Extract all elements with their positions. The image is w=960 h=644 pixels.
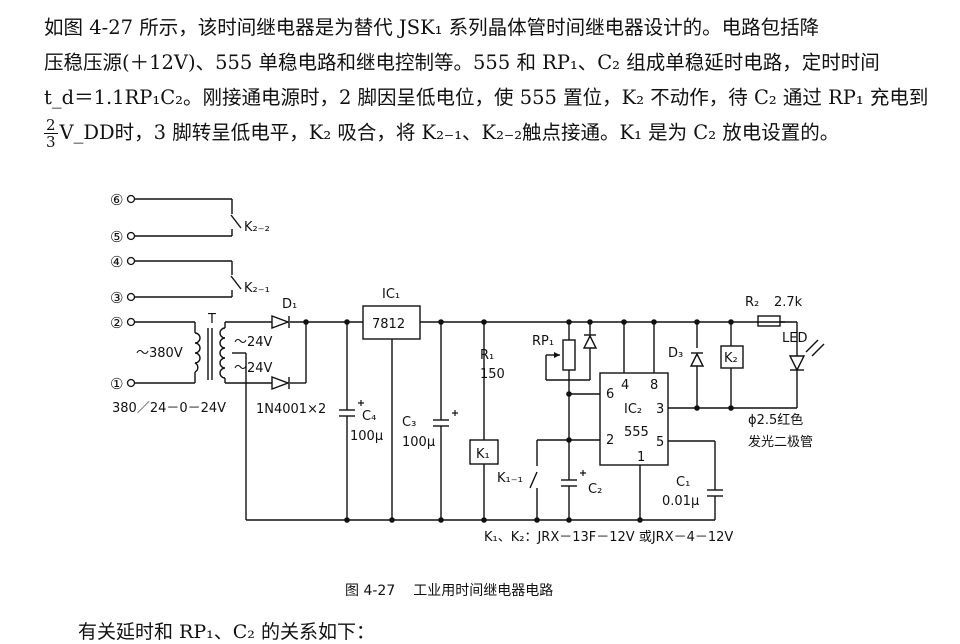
pin-4-label: 4 (621, 378, 629, 393)
transformer-label: T (207, 312, 216, 327)
paragraph-line-1: 如图 4-27 所示，该时间继电器是为替代 JSK₁ 系列晶体管时间继电器设计的… (44, 16, 820, 39)
terminal-6-label: ⑥ (110, 191, 123, 209)
pin-6-label: 6 (606, 387, 614, 402)
secondary-voltage-lower: ～24V (234, 361, 273, 376)
pin-2-label: 2 (606, 433, 614, 448)
led-spec-line-2: 发光二极管 (748, 434, 813, 450)
secondary-voltage-upper: ～24V (234, 335, 273, 350)
led-label: LED (782, 331, 807, 346)
fraction-denominator: 3 (46, 133, 56, 151)
terminal-4-label: ④ (110, 253, 123, 271)
diode-d1-label: D₁ (282, 297, 297, 312)
pin-3-label: 3 (656, 402, 664, 417)
led-spec-line-1: ϕ2.5红色 (748, 412, 803, 428)
figure-caption: 图 4-27 工业用时间继电器电路 (345, 580, 571, 600)
relay-k2-label: K₂ (724, 351, 738, 366)
figure-title: 工业用时间继电器电路 (413, 583, 554, 599)
capacitor-c3-value: 100μ (402, 435, 435, 450)
contact-k21-label: K₂₋₁ (244, 281, 270, 296)
timer-chip-label: 555 (624, 425, 649, 440)
potentiometer-rp1-label: RP₁ (532, 334, 554, 349)
resistor-r1-label: R₁ (480, 348, 494, 363)
paragraph-line-3: t_d＝1.1RP₁C₂。刚接通电源时，2 脚因呈低电位，使 555 置位，K₂… (44, 86, 929, 109)
paragraph-line-4-text: V_DD时，3 脚转呈低电平，K₂ 吸合，将 K₂₋₁、K₂₋₂触点接通。K₁ … (59, 121, 840, 144)
capacitor-c1-value: 0.01μ (662, 494, 699, 509)
diode-d3-label: D₃ (668, 346, 683, 361)
resistor-r2-value: 2.7k (774, 295, 803, 310)
relay-spec-note: K₁、K₂：JRX－13F－12V 或JRX－4－12V (484, 530, 733, 545)
resistor-r2-label: R₂ (745, 295, 759, 310)
fraction-numerator: 2 (44, 116, 58, 134)
ic2-label: IC₂ (624, 402, 642, 417)
pin-5-label: 5 (656, 435, 664, 450)
capacitor-c3-label: C₃ (402, 415, 416, 430)
capacitor-c1-label: C₁ (676, 475, 690, 490)
capacitor-c2-label: C₂ (588, 482, 602, 497)
figure-number: 图 4-27 (345, 583, 396, 599)
contact-k22-label: K₂₋₂ (244, 220, 270, 235)
transformer-rating: 380／24－0－24V (112, 401, 226, 416)
capacitor-c4-label: C₄ (362, 409, 376, 424)
terminal-5-label: ⑤ (110, 228, 123, 246)
resistor-r1-value: 150 (480, 367, 505, 382)
relay-k1-label: K₁ (476, 447, 490, 462)
pin-1-label: 1 (637, 450, 645, 465)
terminal-3-label: ③ (110, 289, 123, 307)
paragraph-line-2: 压稳压源(＋12V)、555 单稳电路和继电控制等。555 和 RP₁、C₂ 组… (44, 51, 880, 74)
footer-line: 有关延时和 RP₁、C₂ 的关系如下： (78, 621, 375, 643)
ic1-label: IC₁ (382, 287, 400, 302)
terminal-2-label: ② (110, 314, 123, 332)
pin-8-label: 8 (650, 378, 658, 393)
diode-part-label: 1N4001×2 (256, 402, 326, 417)
regulator-part-label: 7812 (372, 317, 405, 332)
contact-k11-label: K₁₋₁ (497, 471, 523, 486)
capacitor-c4-value: 100μ (350, 429, 383, 444)
body-paragraph: 如图 4-27 所示，该时间继电器是为替代 JSK₁ 系列晶体管时间继电器设计的… (44, 10, 944, 150)
terminal-1-label: ① (110, 375, 123, 393)
primary-voltage-label: ～380V (136, 346, 183, 361)
